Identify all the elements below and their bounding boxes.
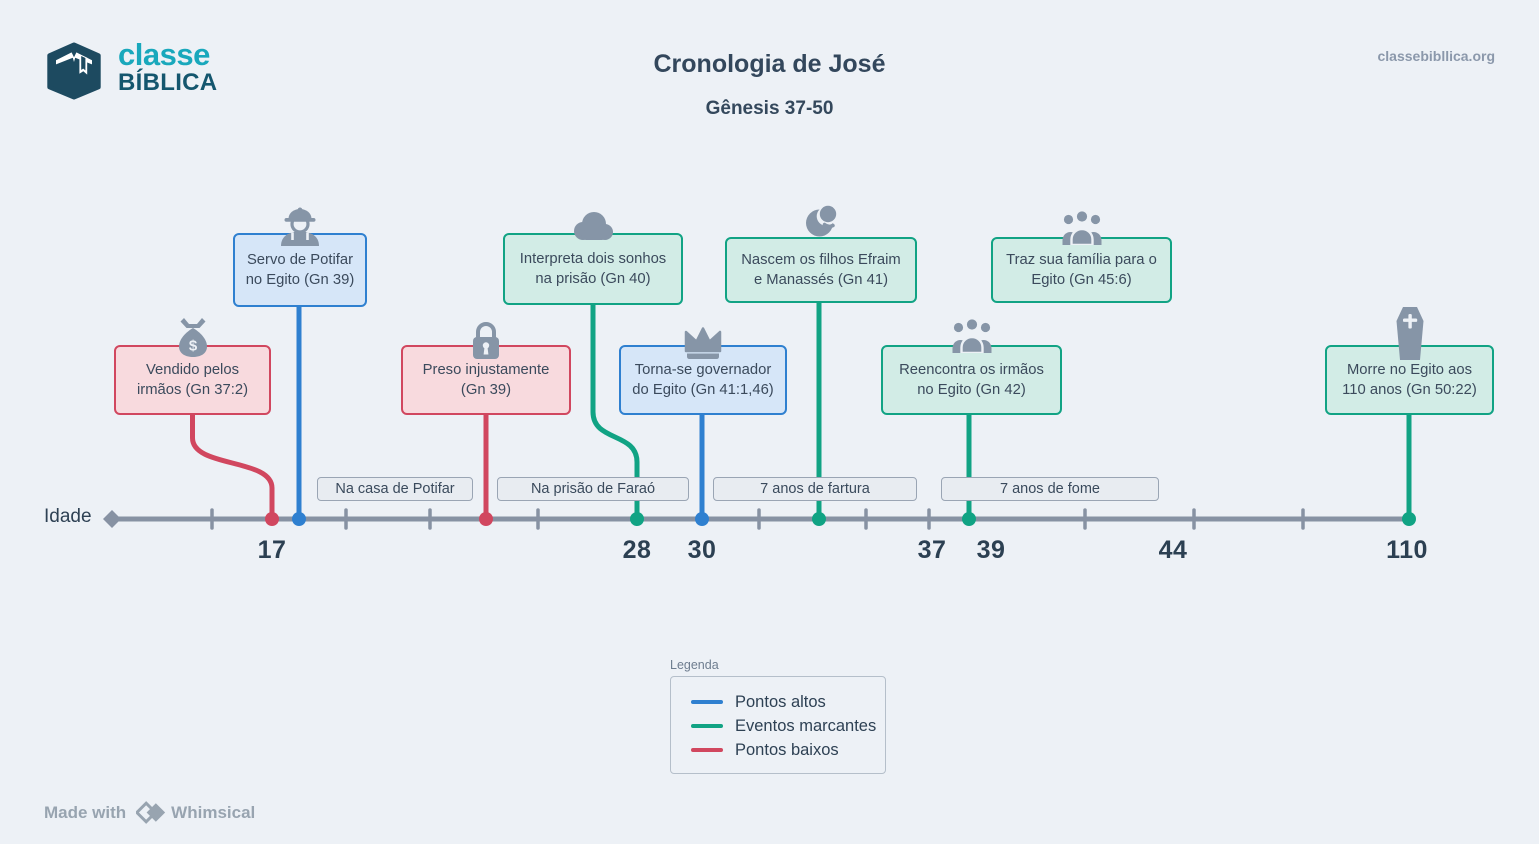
dot-preso-injustamente — [479, 512, 493, 526]
age-label-30: 30 — [687, 536, 717, 564]
period-label-1: Na prisão de Faraó — [497, 477, 689, 501]
event-label-line: do Egito (Gn 41:1,46) — [632, 382, 774, 398]
brand-name-line2: BÍBLICA — [118, 69, 218, 96]
event-label-line: (Gn 39) — [460, 382, 512, 398]
brand-wordmark: classe BÍBLICA — [118, 37, 218, 96]
dot-vendido-pelos-irmaos — [265, 512, 279, 526]
age-label-17: 17 — [257, 536, 287, 564]
event-box-traz-sua-familia: Traz sua família para o Egito (Gn 45:6) — [991, 237, 1172, 303]
event-label-line: Preso injustamente — [422, 362, 550, 378]
age-label-44: 44 — [1158, 536, 1188, 564]
baby-icon — [801, 204, 841, 241]
dot-reencontra-os-irmaos — [962, 512, 976, 526]
event-box-nascem-os-filhos: Nascem os filhos Efraim e Manassés (Gn 41… — [725, 237, 917, 303]
event-label-line: Morre no Egito aos — [1346, 362, 1472, 378]
crown-icon — [683, 326, 723, 359]
age-label-37: 37 — [917, 536, 947, 564]
cloud-icon — [570, 211, 616, 240]
page-subtitle: Gênesis 37-50 — [705, 98, 834, 119]
dot-torna-se-governador — [695, 512, 709, 526]
coffin-icon — [1392, 307, 1428, 360]
dot-interpreta-dois-sonhos — [630, 512, 644, 526]
dot-nascem-os-filhos — [812, 512, 826, 526]
brand-name-line1: classe — [118, 37, 210, 72]
money-bag-icon: $ — [174, 317, 212, 357]
lock-icon — [469, 320, 503, 361]
event-label-line: Servo de Potifar — [246, 252, 354, 268]
event-label-line: 110 anos (Gn 50:22) — [1342, 382, 1477, 398]
event-box-interpreta-dois-sonhos: Interpreta dois sonhos na prisão (Gn 40) — [503, 233, 683, 305]
whimsical-text: Whimsical — [171, 802, 256, 822]
event-box-reencontra-os-irmaos: Reencontra os irmãos no Egito (Gn 42) — [881, 345, 1062, 415]
age-label-28: 28 — [622, 536, 652, 564]
event-label-line: na prisão (Gn 40) — [535, 271, 651, 287]
event-label-line: e Manassés (Gn 41) — [753, 272, 889, 288]
legend-item: Pontos altos — [691, 690, 885, 714]
legend-item-label: Pontos baixos — [735, 740, 839, 759]
legend-swatch-milestone — [691, 724, 723, 728]
website-url: classebibllica.org — [1377, 48, 1496, 64]
legend-item-label: Eventos marcantes — [735, 716, 877, 735]
period-label-0: Na casa de Potifar — [317, 477, 473, 501]
dot-morre-no-egito — [1402, 512, 1416, 526]
event-label-line: Interpreta dois sonhos — [519, 251, 667, 267]
people-icon — [1061, 209, 1103, 245]
axis-start-diamond — [103, 510, 121, 528]
event-label-line: no Egito (Gn 42) — [917, 382, 1026, 398]
people-icon — [951, 317, 993, 353]
event-label-line: Egito (Gn 45:6) — [1031, 272, 1132, 288]
dot-servo-de-potifar — [292, 512, 306, 526]
footer: Made with Whimsical — [44, 800, 255, 825]
period-label-2: 7 anos de fartura — [713, 477, 917, 501]
age-label-39: 39 — [976, 536, 1006, 564]
event-label-line: Vendido pelos — [146, 362, 239, 378]
legend-item-label: Pontos altos — [735, 692, 826, 711]
made-with-text: Made with — [44, 802, 127, 822]
svg-text:$: $ — [188, 338, 197, 355]
connector-interpreta-dois-sonhos — [590, 301, 640, 517]
event-label-line: Nascem os filhos Efraim — [741, 252, 901, 268]
age-label-110: 110 — [1386, 536, 1428, 564]
worker-icon — [277, 204, 323, 246]
connector-vendido-pelos-irmaos — [190, 411, 275, 517]
legend-item: Pontos baixos — [691, 738, 885, 762]
whimsical-logo-icon — [136, 801, 166, 824]
legend: Legenda Pontos altos Eventos marcantes P… — [670, 658, 886, 774]
axis-label: Idade — [44, 506, 92, 527]
page-title: Cronologia de José — [653, 50, 886, 78]
legend-title: Legenda — [670, 658, 719, 672]
event-label-line: Torna-se governador — [634, 362, 772, 378]
legend-swatch-low — [691, 748, 723, 752]
legend-item: Eventos marcantes — [691, 714, 885, 738]
legend-box: Pontos altos Eventos marcantes Pontos ba… — [670, 676, 886, 774]
book-icon — [47, 42, 101, 100]
event-label-line: irmãos (Gn 37:2) — [136, 382, 248, 398]
event-label-line: no Egito (Gn 39) — [245, 272, 355, 288]
classe-biblica-logo: classe BÍBLICA — [44, 37, 218, 102]
event-label-line: Reencontra os irmãos — [899, 362, 1044, 378]
event-label-line: Traz sua família para o — [1006, 252, 1157, 268]
period-label-3: 7 anos de fome — [941, 477, 1159, 501]
legend-swatch-high — [691, 700, 723, 704]
